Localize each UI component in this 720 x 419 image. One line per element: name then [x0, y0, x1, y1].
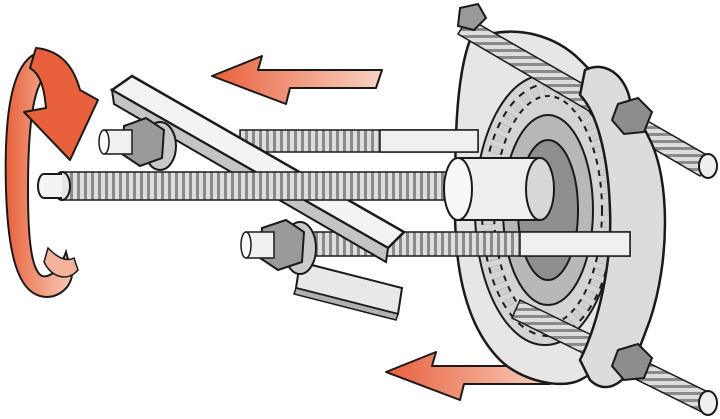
clamp-plate	[578, 65, 667, 389]
rotate-clockwise-arrow-icon	[4, 47, 99, 298]
center-adapter	[443, 157, 555, 221]
lower-nut	[240, 218, 317, 275]
pull-arrow-top-icon	[211, 55, 383, 105]
upper-nut	[98, 116, 177, 171]
forcing-screw	[37, 171, 463, 201]
